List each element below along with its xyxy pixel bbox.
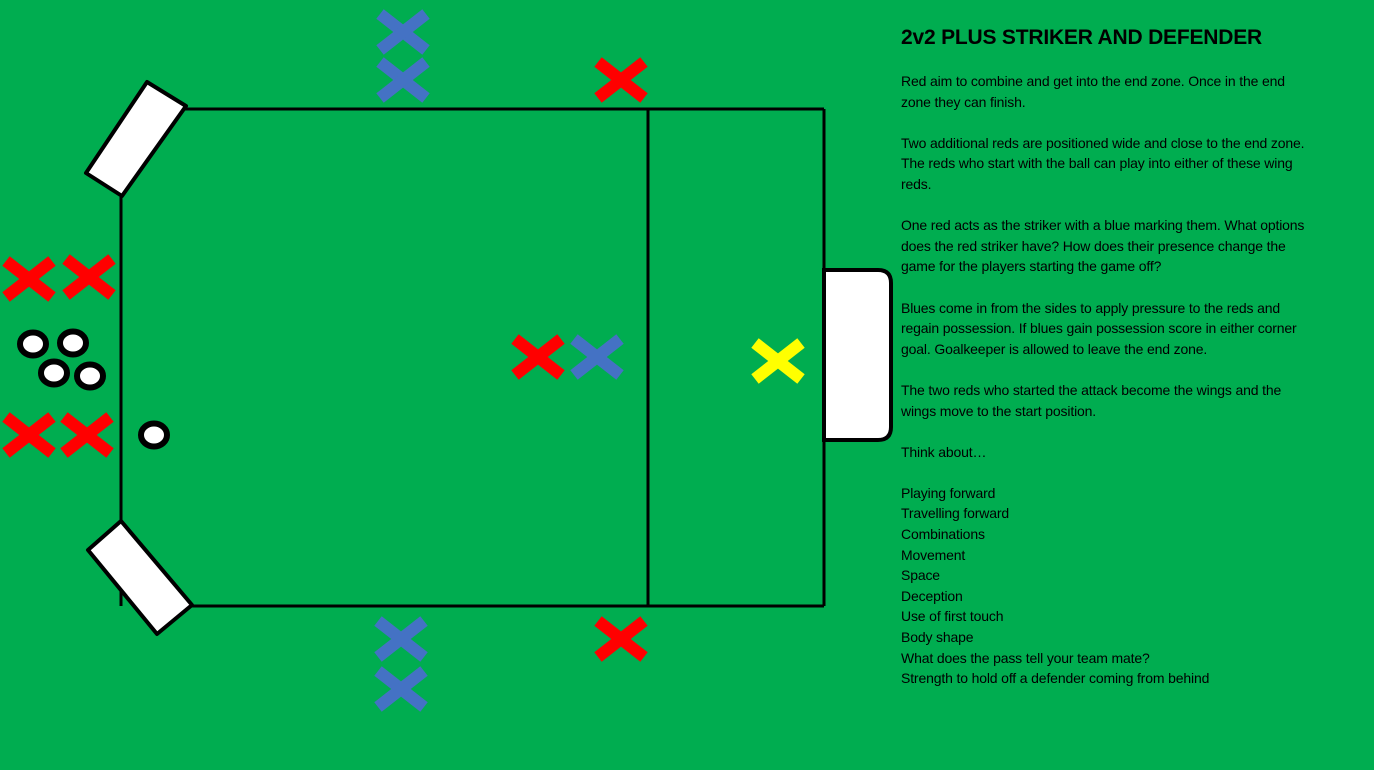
- paragraph-line: wings move to the start position.: [901, 402, 1097, 419]
- blue-player-cross-icon: [376, 9, 430, 55]
- blue-player-cross-icon: [374, 666, 428, 712]
- red-player-cross-icon: [2, 256, 56, 302]
- red-player-cross-icon: [60, 412, 114, 458]
- description-paragraph: Two additional reds are positioned wide …: [901, 133, 1371, 195]
- paragraph-line: Two additional reds are positioned wide …: [901, 134, 1305, 151]
- red-player-cross-icon: [62, 254, 116, 300]
- ball-icon: [138, 420, 170, 450]
- think-about-item: Movement: [901, 546, 966, 563]
- paragraph-line: The two reds who started the attack beco…: [901, 381, 1282, 398]
- paragraph-line: Think about…: [901, 443, 987, 460]
- ball-icon: [17, 329, 49, 359]
- paragraph-line: Red aim to combine and get into the end …: [901, 73, 1285, 89]
- description-paragraph: One red acts as the striker with a blue …: [901, 215, 1371, 277]
- think-about-item: Travelling forward: [901, 505, 1010, 522]
- think-about-item: Use of first touch: [901, 608, 1004, 625]
- ball-icon: [74, 361, 106, 391]
- paragraph-line: game for the players starting the game o…: [901, 258, 1162, 275]
- drill-notes: 2v2 PLUS STRIKER AND DEFENDER Red aim to…: [901, 25, 1371, 689]
- think-about-item: Playing forward: [901, 484, 996, 501]
- red-player-cross-icon: [2, 412, 56, 458]
- description-paragraph: Think about…: [901, 442, 1371, 463]
- blue-player-cross-icon: [374, 616, 428, 662]
- drill-title: 2v2 PLUS STRIKER AND DEFENDER: [901, 26, 1262, 49]
- paragraph-line: One red acts as the striker with a blue …: [901, 217, 1305, 234]
- blue-player-cross-icon: [570, 334, 624, 380]
- pitch-lines: [119, 107, 826, 608]
- ball-icon: [57, 328, 89, 358]
- red-player-cross-icon: [594, 616, 648, 662]
- description-paragraph: Blues come in from the sides to apply pr…: [901, 298, 1371, 360]
- corner-goal-top-left: [84, 80, 188, 198]
- think-about-item: Body shape: [901, 629, 974, 646]
- red-player-cross-icon: [594, 57, 648, 103]
- goalkeeper-cross-icon: [751, 338, 805, 384]
- ball-icon: [38, 358, 70, 388]
- red-player-cross-icon: [511, 334, 565, 380]
- description-paragraph: Red aim to combine and get into the end …: [901, 71, 1371, 112]
- corner-goal-bottom-left: [86, 519, 194, 636]
- think-about-item: Deception: [901, 587, 963, 604]
- paragraph-line: regain possession. If blues gain possess…: [901, 320, 1297, 337]
- paragraph-line: The reds who start with the ball can pla…: [901, 155, 1293, 172]
- paragraph-line: zone they can finish.: [901, 93, 1026, 110]
- main-goal: [822, 268, 893, 442]
- description-paragraph: The two reds who started the attack beco…: [901, 380, 1371, 421]
- blue-player-cross-icon: [376, 57, 430, 103]
- paragraph-line: Blues come in from the sides to apply pr…: [901, 299, 1281, 316]
- think-about-item: Space: [901, 567, 940, 584]
- think-about-item: What does the pass tell your team mate?: [901, 649, 1150, 666]
- think-about-item: Strength to hold off a defender coming f…: [901, 670, 1210, 687]
- paragraph-line: reds.: [901, 175, 932, 192]
- paragraph-line: does the red striker have? How does thei…: [901, 237, 1286, 254]
- paragraph-line: goal. Goalkeeper is allowed to leave the…: [901, 340, 1208, 357]
- think-about-item: Combinations: [901, 526, 985, 543]
